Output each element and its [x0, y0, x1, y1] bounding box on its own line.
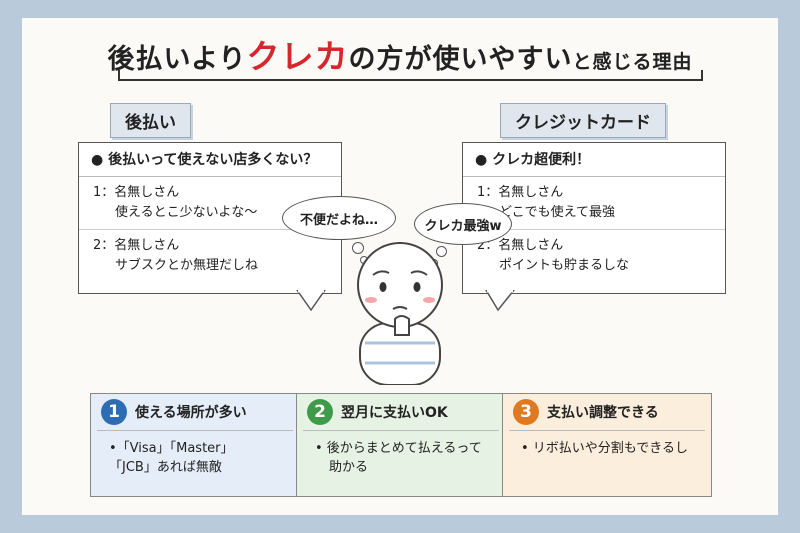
right-head: ● クレカ超便利！: [463, 143, 725, 177]
title-bracket-left: [118, 70, 120, 80]
card-3-number: 3: [513, 399, 539, 425]
left-bubble-tail: [296, 290, 326, 312]
right-row-1-id: 1：名無しさん: [477, 185, 564, 200]
card-2-header: 2 翌月に支払いOK: [297, 394, 505, 430]
page-title: 後払いよりクレカの方が使いやすいと感じる理由: [0, 30, 800, 78]
right-row-2: 2：名無しさん ポイントも貯まるしな: [463, 230, 725, 282]
title-part2: の方が使いやすい: [348, 44, 573, 75]
left-row-2-text: サブスクとか無理だしね: [115, 258, 259, 273]
card-3-header: 3 支払い調整できる: [503, 394, 711, 430]
card-1-header: 1 使える場所が多い: [91, 394, 299, 430]
reason-card-1: 1 使える場所が多い •「Visa」「Master」 「JCB」あれば無敵: [90, 393, 300, 497]
card-2-line2: 助かる: [329, 460, 369, 475]
left-row-1-id: 1：名無しさん: [93, 185, 180, 200]
card-3-line1: • リボ払いや分割もできるし: [521, 441, 689, 456]
card-2-body: • 後からまとめて払えるって 助かる: [303, 430, 499, 485]
tag-credit-card: クレジットカード: [500, 103, 666, 138]
left-row-1: 1：名無しさん 使えるとこ少ないよな〜: [79, 177, 341, 230]
right-bubble-tail: [485, 290, 515, 312]
card-1-line2: 「JCB」あれば無敵: [109, 460, 222, 475]
card-1-number: 1: [101, 399, 127, 425]
tag-atobarai: 後払い: [110, 103, 191, 138]
thought-dot: [352, 242, 364, 254]
card-1-line1: •「Visa」「Master」: [109, 441, 234, 456]
speech-bubble-right: ● クレカ超便利！ 1：名無しさん どこでも使えて最強 2：名無しさん ポイント…: [462, 142, 726, 294]
left-row-2-id: 2：名無しさん: [93, 238, 180, 253]
right-row-1: 1：名無しさん どこでも使えて最強: [463, 177, 725, 230]
title-part3: と感じる理由: [572, 51, 693, 73]
reason-card-3: 3 支払い調整できる • リボ払いや分割もできるし: [502, 393, 712, 497]
thought-cloud-right: クレカ最強w: [414, 203, 512, 245]
right-row-1-text: どこでも使えて最強: [499, 205, 615, 220]
left-row-1-text: 使えるとこ少ないよな〜: [115, 205, 258, 220]
thought-dot: [436, 246, 447, 257]
thinking-character: [357, 242, 443, 385]
title-part1: 後払いより: [107, 44, 247, 75]
title-highlight: クレカ: [246, 37, 349, 76]
left-row-2: 2：名無しさん サブスクとか無理だしね: [79, 230, 341, 282]
reason-card-2: 2 翌月に支払いOK • 後からまとめて払えるって 助かる: [296, 393, 506, 497]
right-row-2-id: 2：名無しさん: [477, 238, 564, 253]
card-2-number: 2: [307, 399, 333, 425]
title-underline: [118, 79, 703, 81]
card-2-title: 翌月に支払いOK: [341, 405, 448, 421]
card-1-body: •「Visa」「Master」 「JCB」あれば無敵: [97, 430, 293, 485]
right-row-2-text: ポイントも貯まるしな: [499, 258, 630, 273]
card-2-line1: • 後からまとめて払えるって: [315, 441, 482, 456]
card-1-title: 使える場所が多い: [135, 405, 247, 421]
title-bracket-right: [701, 70, 703, 80]
card-3-title: 支払い調整できる: [547, 405, 659, 421]
thought-cloud-left: 不便だよね…: [282, 196, 396, 240]
card-3-body: • リボ払いや分割もできるし: [509, 430, 705, 466]
left-head: ● 後払いって使えない店多くない？: [79, 143, 341, 177]
